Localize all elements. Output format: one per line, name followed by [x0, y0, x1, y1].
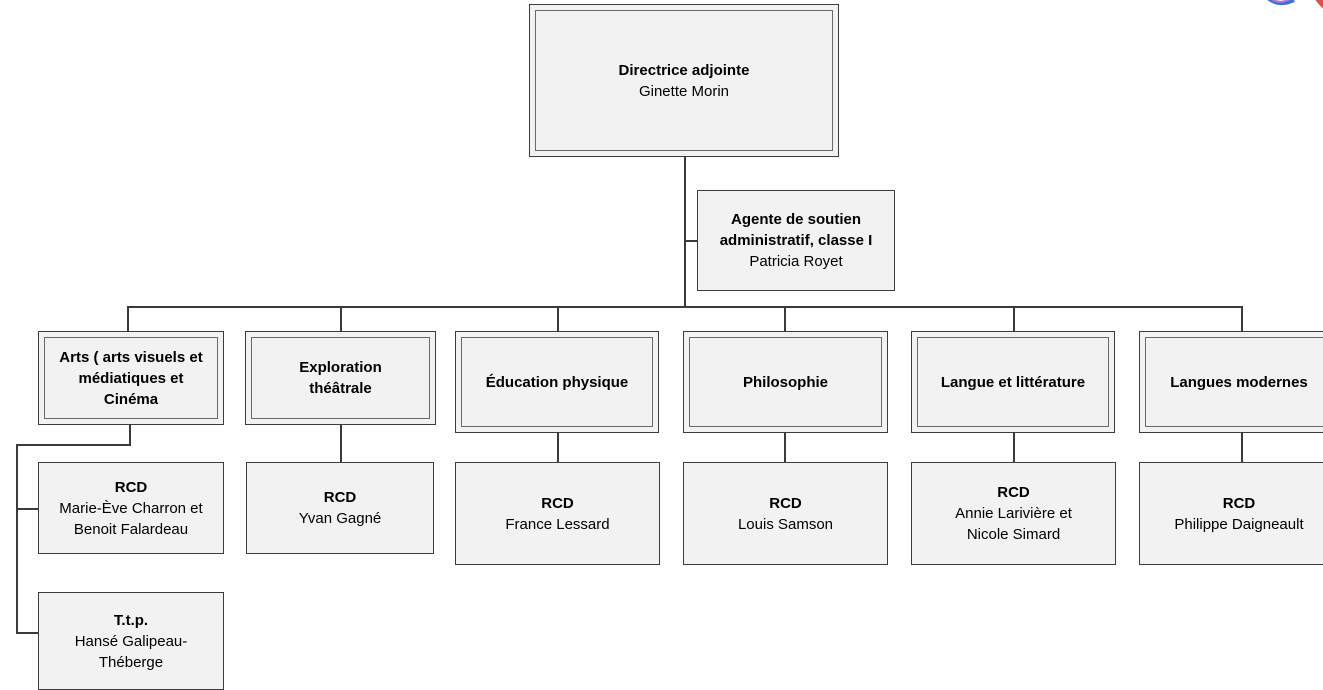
dept-langue-box: Langue et littérature — [911, 331, 1115, 433]
rcd-langue-line2: Nicole Simard — [966, 526, 1061, 543]
connector-arts-left — [16, 444, 131, 446]
rcd-arts-line1: Marie-Ève Charron et — [59, 499, 203, 517]
rcd-arts-line2: Benoit Falardeau — [73, 520, 189, 538]
rcd-modernes-line1: Philippe Daigneault — [1174, 515, 1304, 533]
rcd-langue-box: RCD Annie Larivière et Nicole Simard — [911, 462, 1116, 565]
rcd-pe-box: RCD France Lessard — [455, 462, 660, 565]
dept-langue-line1: Langue et littérature — [940, 373, 1086, 391]
connector-arts-rcd — [16, 508, 39, 510]
connector-rcd-2 — [340, 425, 342, 462]
connector-arts-down — [129, 424, 131, 446]
rcd-modernes-box: RCD Philippe Daigneault — [1139, 462, 1323, 565]
rcd-pe-role: RCD — [541, 494, 574, 512]
dept-pe-box: Éducation physique — [455, 331, 659, 433]
rcd-theatre-box: RCD Yvan Gagné — [246, 462, 434, 554]
rcd-modernes-role: RCD — [1222, 494, 1256, 512]
dept-modernes-line1: Langues modernes — [1170, 373, 1308, 391]
connector-rcd-4 — [784, 432, 786, 462]
connector-horizontal-bar — [127, 306, 1243, 308]
dept-philo-box: Philosophie — [683, 331, 888, 433]
connector-arts-trunk — [16, 444, 18, 634]
dept-arts-line2: médiatiques et — [78, 369, 184, 387]
connector-dept-5 — [1013, 306, 1015, 331]
dept-modernes-box: Langues modernes — [1139, 331, 1323, 433]
assistant-title-line1: Agente de soutien — [730, 211, 861, 228]
rcd-langue-line1: Annie Larivière et — [955, 505, 1072, 522]
dept-philo-line1: Philosophie — [742, 373, 828, 391]
director-name: Ginette Morin — [638, 82, 730, 100]
connector-dept-3 — [557, 306, 559, 331]
ttp-box: T.t.p. Hansé Galipeau- Théberge — [38, 592, 224, 690]
connector-dept-6 — [1241, 306, 1243, 331]
dept-arts-line1: Arts ( arts visuels et — [59, 348, 203, 366]
rcd-arts-role: RCD — [114, 478, 148, 496]
dept-theatre-box: Exploration théâtrale — [245, 331, 436, 425]
rcd-philo-role: RCD — [769, 494, 802, 512]
director-box: Directrice adjointe Ginette Morin — [529, 4, 839, 157]
dept-arts-line3: Cinéma — [103, 390, 159, 408]
dept-theatre-line2: théâtrale — [309, 380, 372, 397]
logo-icon — [1267, 0, 1323, 9]
rcd-philo-box: RCD Louis Samson — [683, 462, 888, 565]
rcd-arts-box: RCD Marie-Ève Charron et Benoit Falardea… — [38, 462, 224, 554]
connector-dept-4 — [784, 306, 786, 331]
assistant-name: Patricia Royet — [749, 253, 843, 270]
connector-rcd-3 — [557, 432, 559, 462]
dept-pe-line1: Éducation physique — [485, 373, 629, 391]
director-title: Directrice adjointe — [618, 61, 750, 79]
connector-rcd-6 — [1241, 432, 1243, 462]
rcd-langue-role: RCD — [997, 484, 1030, 501]
connector-director-down — [684, 156, 686, 306]
rcd-theatre-line1: Yvan Gagné — [298, 510, 382, 527]
rcd-theatre-role: RCD — [323, 489, 357, 506]
assistant-title-line2: administratif, classe I — [719, 232, 873, 249]
assistant-box: Agente de soutien administratif, classe … — [697, 190, 895, 291]
dept-arts-box: Arts ( arts visuels et médiatiques et Ci… — [38, 331, 224, 425]
dept-theatre-line1: Exploration — [299, 359, 382, 376]
ttp-line2: Théberge — [98, 653, 164, 671]
connector-dept-2 — [340, 306, 342, 331]
connector-arts-ttp — [16, 632, 39, 634]
connector-assistant — [684, 240, 698, 242]
ttp-line1: Hansé Galipeau- — [74, 632, 188, 650]
connector-dept-1 — [127, 306, 129, 331]
rcd-philo-line1: Louis Samson — [737, 515, 834, 533]
connector-rcd-5 — [1013, 432, 1015, 462]
rcd-pe-line1: France Lessard — [505, 515, 610, 533]
ttp-role: T.t.p. — [113, 611, 149, 629]
